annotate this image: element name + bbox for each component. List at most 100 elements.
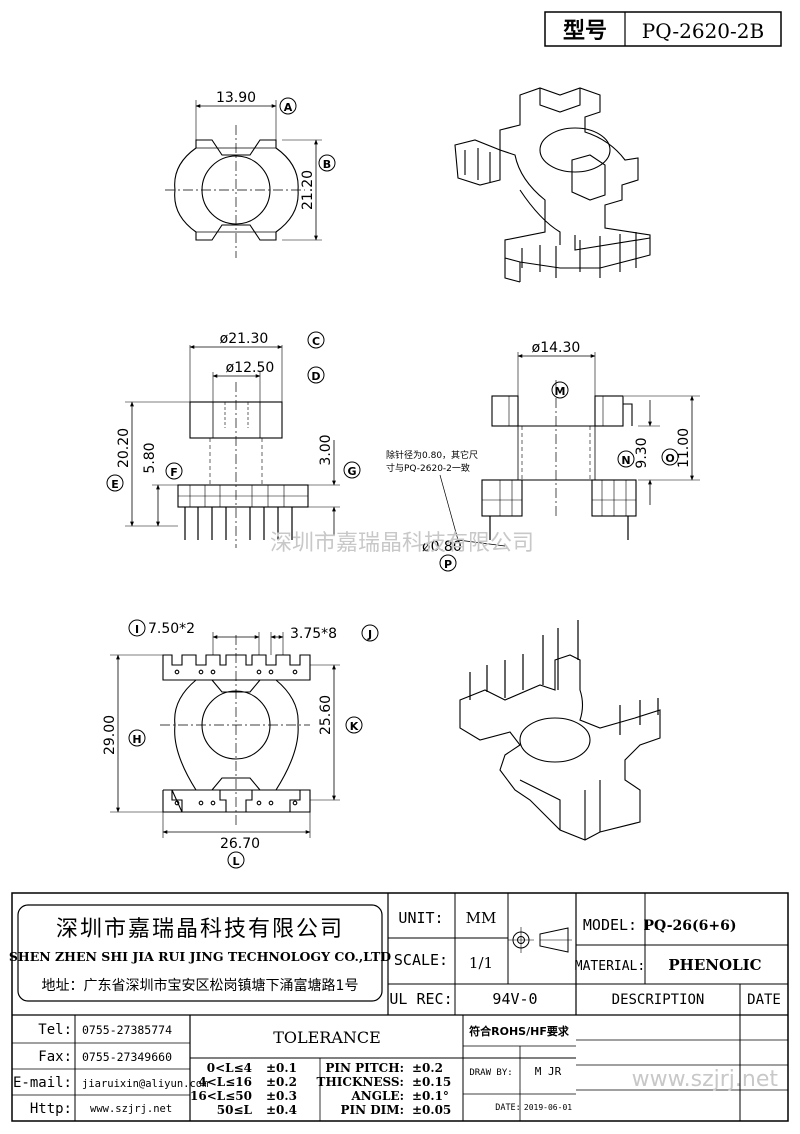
- fax-value: 0755-27349660: [82, 1050, 172, 1064]
- svg-text:C: C: [312, 335, 320, 348]
- dim-p-text: ø0.80: [422, 539, 462, 555]
- scale-value: 1/1: [469, 954, 493, 972]
- spec-value: ±0.2: [412, 1061, 443, 1075]
- dim-c-text: ø21.30: [220, 331, 269, 347]
- top-view: [165, 100, 322, 258]
- tol-range: 50≤L: [217, 1103, 253, 1117]
- svg-text:P: P: [444, 558, 452, 571]
- tag-e: E: [106, 474, 124, 492]
- svg-text:E: E: [111, 478, 119, 491]
- side-view: [439, 352, 700, 547]
- spec-value: ±0.05: [412, 1103, 451, 1117]
- http-value: www.szjrj.net: [90, 1103, 172, 1115]
- email-value: jiaruixin@aliyun.com: [82, 1078, 208, 1090]
- tag-a: A: [279, 97, 297, 115]
- dim-j-text: 3.75*8: [290, 626, 337, 642]
- rohs-compliance: 符合ROHS/HF要求: [469, 1024, 570, 1038]
- isometric-view-bottom: [459, 620, 661, 841]
- watermark-corner: www.szjrj.net: [632, 1067, 779, 1092]
- svg-text:N: N: [621, 454, 630, 467]
- svg-text:M: M: [555, 385, 566, 398]
- header-model-value: PQ-2620-2B: [642, 19, 764, 43]
- title-block: [11, 892, 789, 1122]
- tag-k: K: [345, 716, 363, 734]
- svg-text:D: D: [311, 370, 320, 383]
- tag-o: O: [661, 448, 679, 466]
- company-en: SHEN ZHEN SHI JIA RUI JING TECHNOLOGY CO…: [9, 949, 391, 964]
- dim-i-text: 7.50*2: [148, 621, 195, 637]
- svg-text:H: H: [132, 733, 141, 746]
- dim-e-text: 20.20: [116, 428, 132, 468]
- dim-h-text: 29.00: [102, 715, 118, 755]
- dim-d-text: ø12.50: [226, 360, 275, 376]
- header-model-box: 型号 PQ-2620-2B: [544, 11, 782, 47]
- unit-label: UNIT:: [398, 909, 443, 927]
- tag-h: H: [128, 729, 146, 747]
- dim-f-text: 5.80: [142, 442, 158, 473]
- tel-value: 0755-27385774: [82, 1023, 172, 1037]
- svg-text:F: F: [170, 466, 178, 479]
- tag-m: M: [551, 381, 569, 399]
- watermark-center: 深圳市嘉瑞晶科技有限公司: [270, 531, 534, 556]
- tag-n: N: [617, 450, 635, 468]
- svg-text:L: L: [232, 855, 239, 868]
- material-label: MATERIAL:: [575, 959, 645, 974]
- dim-a-text: 13.90: [216, 90, 256, 106]
- dim-g-text: 3.00: [318, 434, 334, 465]
- dim-o-text: 11.00: [676, 428, 692, 468]
- tag-d: D: [307, 366, 325, 384]
- dim-m-text: ø14.30: [532, 340, 581, 356]
- tol-value: ±0.4: [266, 1103, 297, 1117]
- unit-value: MM: [466, 909, 497, 927]
- spec-name: PIN DIM:: [340, 1103, 404, 1117]
- date-field-value: 2019-06-01: [524, 1103, 572, 1112]
- fax-label: Fax:: [38, 1049, 72, 1065]
- dim-n-text: 9.30: [634, 437, 650, 468]
- spec-value: ±0.15: [412, 1075, 451, 1089]
- tag-j: J: [361, 624, 379, 642]
- tol-range: 0<L≤4: [207, 1061, 252, 1075]
- tol-range: 4<L≤16: [198, 1075, 252, 1089]
- scale-label: SCALE:: [394, 951, 448, 969]
- description-label: DESCRIPTION: [612, 992, 705, 1008]
- company-address: 地址：广东省深圳市宝安区松岗镇塘下涌富塘路1号: [42, 977, 359, 994]
- spec-name: ANGLE:: [350, 1089, 404, 1103]
- spec-name: PIN PITCH:: [325, 1061, 404, 1075]
- material-value: PHENOLIC: [668, 956, 761, 974]
- front-view: [125, 345, 340, 548]
- tag-p: P: [439, 554, 457, 572]
- pin-note-line1: 除针径为0.80，其它尺: [386, 449, 478, 461]
- draw-by-value: M JR: [535, 1065, 562, 1078]
- tag-g: G: [343, 461, 361, 479]
- model-label: MODEL:: [583, 916, 637, 934]
- date-field-label: DATE:: [495, 1103, 521, 1113]
- company-cn: 深圳市嘉瑞晶科技有限公司: [56, 917, 344, 942]
- ul-value: 94V-0: [492, 990, 537, 1008]
- svg-text:O: O: [665, 452, 674, 465]
- svg-text:B: B: [323, 158, 331, 171]
- tag-l: L: [227, 851, 245, 869]
- ul-label: UL REC:: [389, 990, 452, 1008]
- bottom-view: [110, 632, 340, 838]
- tol-range: 16<L≤50: [190, 1089, 252, 1103]
- svg-text:K: K: [350, 720, 359, 733]
- tag-b: B: [318, 154, 336, 172]
- spec-name: THICKNESS:: [317, 1075, 404, 1089]
- pin-note-line2: 寸与PQ-2620-2一致: [386, 462, 470, 474]
- tolerance-table: 0<L≤4 ±0.1 4<L≤16 ±0.2 16<L≤50 ±0.3 50≤L…: [190, 1061, 297, 1117]
- svg-text:A: A: [284, 101, 293, 114]
- http-label: Http:: [30, 1101, 72, 1117]
- spec-value: ±0.1°: [412, 1089, 449, 1103]
- date-header-label: DATE: [747, 992, 781, 1008]
- svg-text:J: J: [367, 628, 372, 641]
- dim-k-text: 25.60: [318, 695, 334, 735]
- dim-b-text: 21.20: [300, 170, 316, 210]
- tag-c: C: [307, 331, 325, 349]
- tag-i: I: [128, 619, 146, 637]
- email-label: E-mail:: [13, 1075, 72, 1091]
- spec-table: PIN PITCH: ±0.2 THICKNESS: ±0.15 ANGLE: …: [317, 1061, 452, 1117]
- tol-value: ±0.2: [266, 1075, 297, 1089]
- tol-value: ±0.3: [266, 1089, 297, 1103]
- tol-value: ±0.1: [266, 1061, 297, 1075]
